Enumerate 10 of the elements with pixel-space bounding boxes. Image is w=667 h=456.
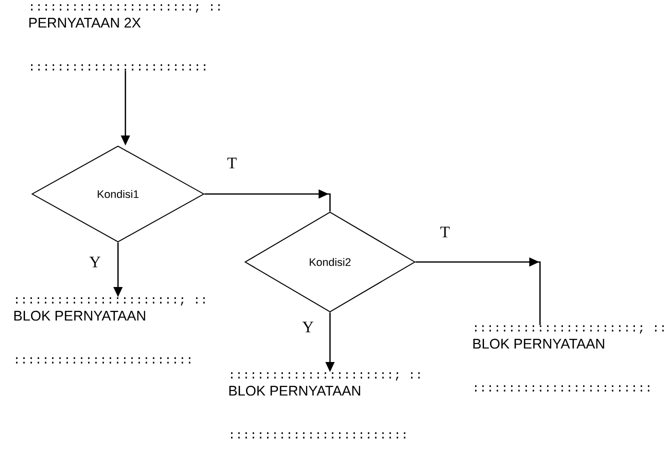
edge-label: Y (302, 322, 314, 332)
statement-text: :::::::::::::::::::::::; :: BLOK PERNYATAAN ::::::::::::::::::::::::: (229, 372, 420, 439)
arrow (416, 257, 541, 325)
statement-text: :::::::::::::::::::::::; :: BLOK PERNYATAAN ::::::::::::::::::::::::: (473, 325, 664, 392)
statement-text: :::::::::::::::::::::::; :: BLOK PERNYATAAN ::::::::::::::::::::::::: (14, 297, 205, 364)
edge-label: T (440, 226, 450, 238)
statement-text: :::::::::::::::::::::::; :: PERNYATAAN 2X ::::::::::::::::::::::::: (29, 4, 220, 71)
edge-label: Y (89, 256, 100, 268)
arrow (204, 189, 331, 212)
edge-label: T (227, 158, 237, 168)
